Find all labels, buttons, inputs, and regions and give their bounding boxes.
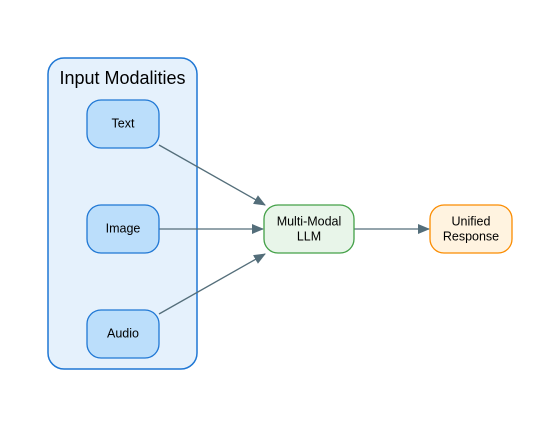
- node-image-box[interactable]: [86, 204, 160, 254]
- node-response[interactable]: Unified Response: [429, 204, 513, 254]
- node-text-box[interactable]: [86, 99, 160, 149]
- node-response-label-line2: Response: [443, 229, 499, 243]
- node-audio-label: Audio: [107, 326, 139, 340]
- node-llm-label-line2: LLM: [297, 229, 321, 243]
- edge-text-to-llm: [158, 144, 266, 206]
- node-text[interactable]: Text: [86, 99, 160, 149]
- node-response-box[interactable]: [429, 204, 513, 254]
- node-text-label: Text: [112, 116, 135, 130]
- input-modalities-title: Input Modalities: [59, 68, 185, 88]
- node-response-label-line1: Unified: [452, 214, 491, 228]
- edge-audio-to-llm: [158, 253, 266, 315]
- node-llm[interactable]: Multi-Modal LLM: [263, 204, 355, 254]
- node-audio[interactable]: Audio: [86, 309, 160, 359]
- node-llm-label-line1: Multi-Modal: [277, 214, 342, 228]
- node-image-label: Image: [106, 221, 141, 235]
- node-audio-box[interactable]: [86, 309, 160, 359]
- edges: [158, 144, 430, 315]
- node-llm-box[interactable]: [263, 204, 355, 254]
- node-image[interactable]: Image: [86, 204, 160, 254]
